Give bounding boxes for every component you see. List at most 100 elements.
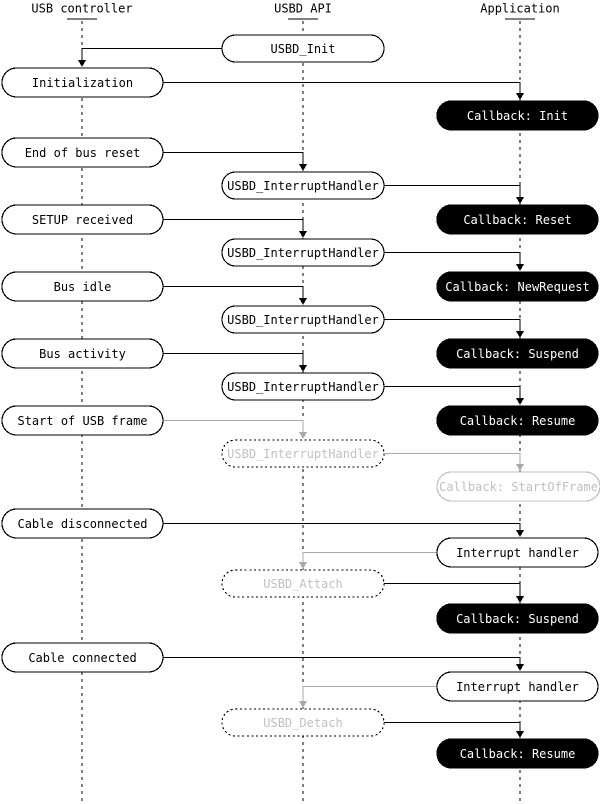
node-setup-received[interactable]: SETUP received [1, 204, 164, 235]
node-shape [221, 372, 385, 401]
node-interrupt-handler-b[interactable]: Interrupt handler [436, 671, 599, 702]
node-usbd-attach[interactable]: USBD_Attach [221, 569, 385, 598]
arrowhead-icon [516, 331, 524, 338]
node-end-of-bus-reset[interactable]: End of bus reset [1, 137, 164, 168]
connector-line [163, 218, 304, 232]
node-usbd-detach[interactable]: USBD_Detach [221, 708, 385, 737]
node-shape [436, 471, 600, 502]
node-callback-resume-2[interactable]: Callback: Resume [436, 738, 599, 769]
node-callback-newrequest[interactable]: Callback: NewRequest [436, 271, 599, 302]
connection-c14 [299, 551, 437, 569]
connection-c8 [384, 318, 524, 338]
node-label: Start of USB frame [17, 414, 147, 428]
arrowhead-icon [299, 231, 307, 238]
node-shape [436, 738, 599, 769]
node-shape [436, 537, 599, 568]
node-shape [1, 508, 164, 539]
node-start-of-usb-frame[interactable]: Start of USB frame [1, 405, 164, 436]
arrowhead-icon [299, 562, 307, 569]
node-bus-idle[interactable]: Bus idle [1, 271, 164, 302]
connection-c17 [299, 685, 437, 708]
node-label: Interrupt handler [456, 546, 579, 560]
node-label: End of bus reset [25, 146, 141, 160]
node-callback-startofframe[interactable]: Callback: StartOfFrame [436, 471, 600, 502]
node-callback-suspend-1[interactable]: Callback: Suspend [436, 338, 599, 369]
connector-line [163, 352, 304, 366]
connection-c7 [163, 285, 307, 305]
node-shape [436, 271, 599, 302]
connector-line [163, 419, 304, 433]
node-interrupt-handler-4[interactable]: USBD_InterruptHandler [221, 372, 385, 401]
arrowhead-icon [299, 701, 307, 708]
node-cable-disconnected[interactable]: Cable disconnected [1, 508, 164, 539]
node-label: Callback: Init [467, 109, 568, 123]
node-bus-activity[interactable]: Bus activity [1, 338, 164, 369]
connector-line [163, 656, 521, 665]
node-label: Cable connected [28, 651, 136, 665]
connection-c3 [163, 151, 307, 171]
arrowhead-icon [516, 264, 524, 271]
node-shape [1, 204, 164, 235]
node-interrupt-handler-a[interactable]: Interrupt handler [436, 537, 599, 568]
node-label: USBD_Init [270, 42, 335, 56]
node-cable-connected[interactable]: Cable connected [1, 642, 164, 673]
arrowhead-icon [78, 60, 86, 67]
node-shape [221, 439, 385, 468]
node-shape [1, 642, 164, 673]
arrowhead-icon [516, 464, 524, 471]
connector-line [163, 151, 304, 165]
arrowhead-icon [516, 731, 524, 738]
arrowhead-icon [299, 365, 307, 372]
connection-c13 [163, 522, 524, 537]
node-shape [1, 338, 164, 369]
node-shape [436, 338, 599, 369]
node-label: Callback: Suspend [456, 612, 579, 626]
arrowhead-icon [516, 530, 524, 537]
arrowhead-icon [516, 93, 524, 100]
node-callback-init[interactable]: Callback: Init [436, 100, 599, 131]
node-interrupt-handler-3[interactable]: USBD_InterruptHandler [221, 305, 385, 334]
node-label: Callback: StartOfFrame [439, 480, 598, 494]
connector-line [163, 522, 521, 531]
connector-line [81, 47, 222, 61]
node-label: SETUP received [32, 213, 133, 227]
node-shape [221, 34, 385, 63]
node-initialization[interactable]: Initialization [1, 67, 164, 98]
arrowhead-icon [299, 298, 307, 305]
node-label: USBD_InterruptHandler [227, 246, 379, 260]
node-label: Callback: Resume [460, 747, 576, 761]
node-callback-suspend-2[interactable]: Callback: Suspend [436, 603, 599, 634]
node-shape [221, 708, 385, 737]
connection-c10 [384, 385, 524, 405]
connector-line [163, 81, 521, 94]
connector-line [384, 385, 521, 399]
node-interrupt-handler-5[interactable]: USBD_InterruptHandler [221, 439, 385, 468]
arrowhead-icon [516, 664, 524, 671]
connection-c16 [163, 656, 524, 671]
connector-line [302, 551, 437, 563]
connections-layer [78, 47, 524, 738]
node-shape [221, 238, 385, 267]
node-shape [1, 67, 164, 98]
node-label: Initialization [32, 76, 133, 90]
node-label: USBD_Attach [263, 577, 342, 591]
node-shape [221, 305, 385, 334]
connection-c2 [163, 81, 524, 100]
node-interrupt-handler-2[interactable]: USBD_InterruptHandler [221, 238, 385, 267]
node-shape [436, 204, 599, 235]
connector-line [302, 685, 437, 702]
arrowhead-icon [299, 432, 307, 439]
connector-line [384, 452, 521, 465]
node-label: Callback: Suspend [456, 347, 579, 361]
node-callback-resume-1[interactable]: Callback: Resume [436, 405, 599, 436]
node-interrupt-handler-1[interactable]: USBD_InterruptHandler [221, 171, 385, 200]
node-callback-reset[interactable]: Callback: Reset [436, 204, 599, 235]
connection-c5 [163, 218, 307, 238]
lane-header-usb-controller: USB controller [31, 2, 132, 16]
arrowhead-icon [299, 164, 307, 171]
node-usbd-init[interactable]: USBD_Init [221, 34, 385, 63]
connection-c11 [163, 419, 307, 439]
